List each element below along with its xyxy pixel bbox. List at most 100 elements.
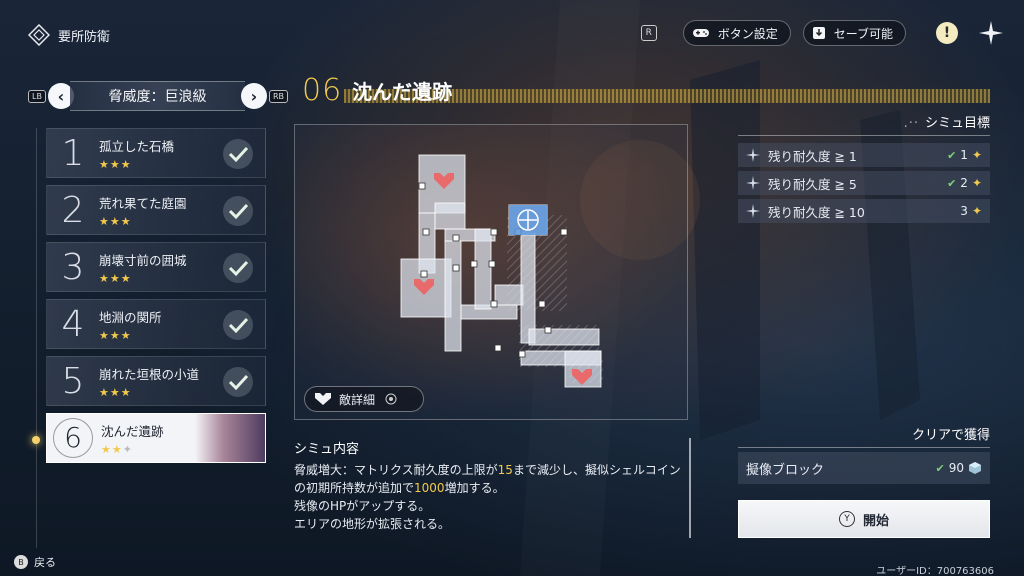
button-settings-button[interactable]: ボタン設定 xyxy=(682,20,791,46)
goal-reward: 3✦ xyxy=(960,204,982,218)
enemy-spawn-icon xyxy=(434,173,454,189)
view-toggle-icon xyxy=(385,393,397,405)
stage-title-name: 沈んだ遺跡 xyxy=(352,79,453,104)
top-right-controls: R ボタン設定 セーブ可能 ! xyxy=(640,20,1004,46)
start-label: 開始 xyxy=(862,513,889,529)
stage-item-6[interactable]: 6 沈んだ遺跡 ★★✦ xyxy=(46,413,266,463)
next-threat-button[interactable]: › xyxy=(240,83,267,109)
map-layout xyxy=(400,154,603,388)
goal-label: 残り耐久度 ≧ 5 xyxy=(768,176,857,192)
stage-item-1[interactable]: 1 孤立した石橋 ★★★ xyxy=(46,128,266,178)
core-crystal-icon xyxy=(509,205,547,235)
stage-item-3[interactable]: 3 崩壊寸前の囲城 ★★★ xyxy=(46,242,266,292)
stage-list: 1 孤立した石橋 ★★★ 2 荒れ果てた庭園 ★★★ 3 崩壊寸前の囲城 ★★★ xyxy=(36,128,266,548)
threat-level-selector: LB ‹ 脅威度：巨浪級 › RB xyxy=(28,80,288,112)
reward-star-icon: ✦ xyxy=(971,148,982,162)
stage-item-2[interactable]: 2 荒れ果てた庭園 ★★★ xyxy=(46,185,266,235)
save-status-label: セーブ可能 xyxy=(833,26,893,41)
goal-sparkle-icon xyxy=(746,176,760,190)
goal-reward-value: 2 xyxy=(960,176,968,190)
goal-sparkle-icon xyxy=(746,148,760,162)
stage-name: 地淵の関所 xyxy=(99,309,162,325)
reward-star-icon: ✦ xyxy=(971,204,982,218)
enemy-details-label: 敵詳細 xyxy=(339,392,376,407)
goal-reward-value: 3 xyxy=(960,204,968,218)
stage-item-4[interactable]: 4 地淵の関所 ★★★ xyxy=(46,299,266,349)
sim-content-line-2: 残像のHPがアップする。 xyxy=(294,499,431,513)
stage-stars: ★★★ xyxy=(99,214,132,228)
stage-number: 6 xyxy=(53,418,93,458)
stage-name: 孤立した石橋 xyxy=(99,138,175,154)
text-segment: まで減少し、擬似シェルコインの初期所持数が追加で xyxy=(294,463,681,495)
goal-reward: ✔1✦ xyxy=(947,148,982,162)
diamond-emblem-icon xyxy=(28,24,50,46)
clear-reward-value-group: ✔ 90 xyxy=(936,461,983,475)
threat-level-label: 脅威度：巨浪級 xyxy=(69,81,245,111)
notice-icon[interactable]: ! xyxy=(936,22,958,44)
r-key-hint: R xyxy=(640,25,657,41)
y-key-hint: Y xyxy=(838,511,855,527)
stage-name: 崩壊寸前の囲城 xyxy=(99,252,187,268)
cleared-check-icon xyxy=(223,253,253,283)
stage-title-number: 06 xyxy=(302,72,343,108)
enemy-spawn-icon xyxy=(414,279,434,295)
back-button[interactable]: B 戻る xyxy=(14,554,56,570)
header-title-group: 要所防衛 xyxy=(28,24,110,46)
save-status-button[interactable]: セーブ可能 xyxy=(802,20,906,46)
content-divider xyxy=(689,438,691,538)
sim-content-line-3: エリアの地形が拡張される。 xyxy=(294,517,451,531)
stage-thumbnail xyxy=(195,414,265,462)
prev-threat-button[interactable]: ‹ xyxy=(47,83,74,109)
cleared-check-icon xyxy=(223,139,253,169)
sim-content-panel: シミュ内容 脅威増大：マトリクス耐久度の上限が15まで減少し、擬似シェルコインの… xyxy=(294,438,684,533)
block-cube-icon xyxy=(969,462,981,474)
stage-stars: ★★★ xyxy=(99,157,132,171)
stage-name: 荒れ果てた庭園 xyxy=(99,195,187,211)
b-key-hint: B xyxy=(14,555,28,569)
clear-reward-value: 90 xyxy=(948,461,964,475)
sim-goals-heading: .··シミュ目標 xyxy=(738,112,990,136)
page-title: 要所防衛 xyxy=(58,29,111,45)
stage-number: 5 xyxy=(61,360,85,402)
stage-number: 1 xyxy=(61,132,85,174)
start-button[interactable]: Y 開始 xyxy=(738,500,990,538)
stage-map[interactable] xyxy=(294,124,688,420)
goal-check-icon: ✔ xyxy=(947,148,957,162)
goal-label: 残り耐久度 ≧ 1 xyxy=(768,148,857,164)
stage-stars: ★★★ xyxy=(99,271,132,285)
enemy-spawn-icon xyxy=(572,369,592,385)
button-settings-label: ボタン設定 xyxy=(717,26,778,41)
back-label: 戻る xyxy=(34,556,56,569)
text-segment: 脅威増大：マトリクス耐久度の上限が xyxy=(294,463,498,477)
stage-number: 2 xyxy=(61,189,85,231)
cleared-check-icon xyxy=(223,367,253,397)
goal-row-1: 残り耐久度 ≧ 1 ✔1✦ xyxy=(738,143,990,167)
reward-star-icon: ✦ xyxy=(971,176,982,190)
cleared-check-icon xyxy=(223,310,253,340)
text-segment: 増加する。 xyxy=(444,481,505,495)
clear-reward-label: 擬像ブロック xyxy=(746,462,825,478)
stage-item-5[interactable]: 5 崩れた垣根の小道 ★★★ xyxy=(46,356,266,406)
rb-key-hint: RB xyxy=(268,89,288,103)
stage-name: 沈んだ遺跡 xyxy=(101,423,164,439)
list-rail xyxy=(36,128,37,548)
goal-check-icon: ✔ xyxy=(947,176,957,190)
enemy-mask-icon xyxy=(315,393,331,405)
stage-stars-earned: ★★ xyxy=(101,442,123,456)
highlight-value: 15 xyxy=(497,463,513,477)
goal-row-2: 残り耐久度 ≧ 5 ✔2✦ xyxy=(738,171,990,195)
stage-number: 4 xyxy=(61,303,85,345)
enemy-details-button[interactable]: 敵詳細 xyxy=(304,386,424,412)
stage-stars: ★★★ xyxy=(99,328,132,342)
stage-name: 崩れた垣根の小道 xyxy=(99,366,200,382)
goal-row-3: 残り耐久度 ≧ 10 3✦ xyxy=(738,199,990,223)
goal-sparkle-icon xyxy=(746,204,760,218)
lb-key-hint: LB xyxy=(28,89,46,103)
title-band xyxy=(344,89,990,103)
user-id: ユーザーID：700763606 xyxy=(876,566,994,576)
stage-title-banner: 06 沈んだ遺跡 xyxy=(294,70,990,110)
close-star-icon[interactable] xyxy=(978,20,1004,46)
goal-reward-value: 1 xyxy=(960,148,968,162)
cleared-check-icon xyxy=(223,196,253,226)
sim-content-heading: シミュ内容 xyxy=(294,442,360,457)
